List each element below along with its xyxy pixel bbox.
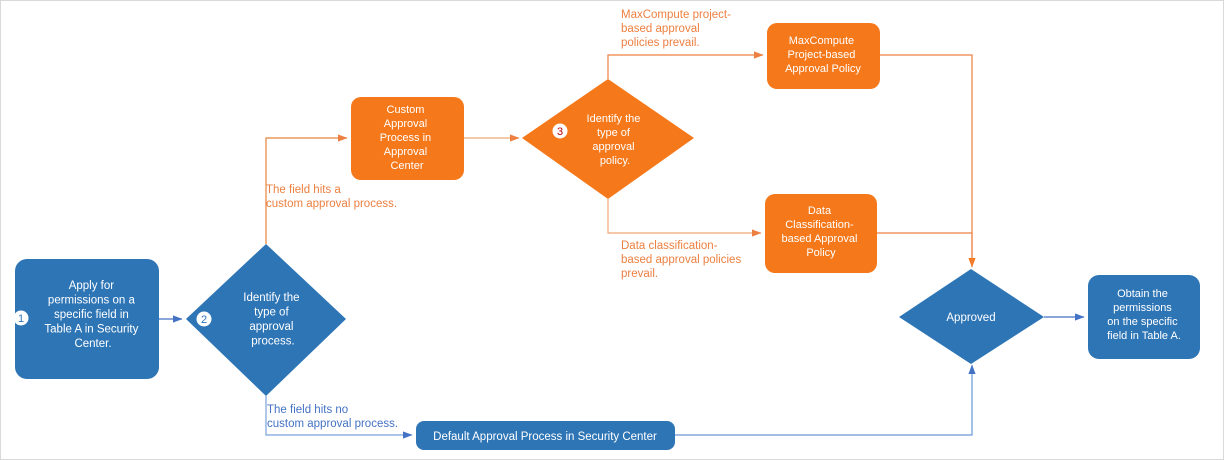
node-apply-for-permissions[interactable]: Apply for permissions on a specific fiel… <box>13 259 160 379</box>
node-default-approval-label: Default Approval Process in Security Cen… <box>433 431 657 443</box>
node-obtain-label: Obtain the permissions on the specific f… <box>1107 288 1181 342</box>
node-identify-process-shape <box>186 244 346 396</box>
edge-policy-to-maxcompute <box>607 51 764 79</box>
step-badge-2: 2 <box>196 311 212 327</box>
step-badge-2-number: 2 <box>201 314 207 326</box>
node-approved-label: Approved <box>946 312 995 324</box>
edge-policy-to-data-classification <box>607 199 762 237</box>
edge-label-custom-process-hit: The field hits a custom approval process… <box>266 184 397 210</box>
connectors <box>159 51 1085 439</box>
step-badge-1-number: 1 <box>18 313 24 325</box>
node-obtain-permissions[interactable]: Obtain the permissions on the specific f… <box>1088 275 1200 359</box>
node-approved[interactable]: Approved <box>899 269 1044 364</box>
node-data-classification-approval-policy[interactable]: Data Classification- based Approval Poli… <box>765 194 877 273</box>
step-badge-3-number: 3 <box>557 126 563 138</box>
edge-label-no-custom-process-hit: The field hits no custom approval proces… <box>267 404 398 430</box>
edge-data-classification-to-approved <box>877 232 973 267</box>
node-custom-approval-label: Custom Approval Process in Approval Cent… <box>380 104 434 172</box>
edge-default-to-approved <box>675 364 976 436</box>
node-default-approval-process[interactable]: Default Approval Process in Security Cen… <box>416 421 675 450</box>
node-default-approval-shape <box>416 421 675 450</box>
node-maxcompute-approval-policy[interactable]: MaxCompute Project-based Approval Policy <box>767 23 880 89</box>
node-identify-approval-policy[interactable]: Identify the type of approval policy. 3 <box>522 79 694 199</box>
node-custom-approval-process[interactable]: Custom Approval Process in Approval Cent… <box>351 97 464 180</box>
node-data-classification-shape <box>765 194 877 273</box>
edge-maxcompute-to-approved <box>880 54 976 268</box>
edge-identify-process-to-default <box>265 396 413 439</box>
node-approved-shape <box>899 269 1044 364</box>
node-obtain-shape <box>1088 275 1200 359</box>
edge-identify-process-to-custom <box>265 134 348 244</box>
node-data-classification-label: Data Classification- based Approval Poli… <box>782 205 861 259</box>
node-identify-approval-process[interactable]: Identify the type of approval process. 2 <box>186 244 346 396</box>
step-badge-3: 3 <box>552 123 568 139</box>
node-custom-approval-shape <box>351 97 464 180</box>
edge-label-maxcompute-prevail: MaxCompute project- based approval polic… <box>621 9 734 49</box>
node-identify-process-label: Identify the type of approval process. <box>243 292 302 348</box>
node-maxcompute-shape <box>767 23 880 89</box>
edge-label-data-classification-prevail: Data classification- based approval poli… <box>621 240 744 280</box>
node-maxcompute-label: MaxCompute Project-based Approval Policy <box>785 35 861 75</box>
node-identify-policy-label: Identify the type of approval policy. <box>587 113 644 167</box>
node-identify-policy-shape <box>522 79 694 199</box>
step-badge-1: 1 <box>13 310 29 326</box>
node-apply-shape <box>15 259 159 379</box>
node-apply-label: Apply for permissions on a specific fiel… <box>44 280 141 350</box>
